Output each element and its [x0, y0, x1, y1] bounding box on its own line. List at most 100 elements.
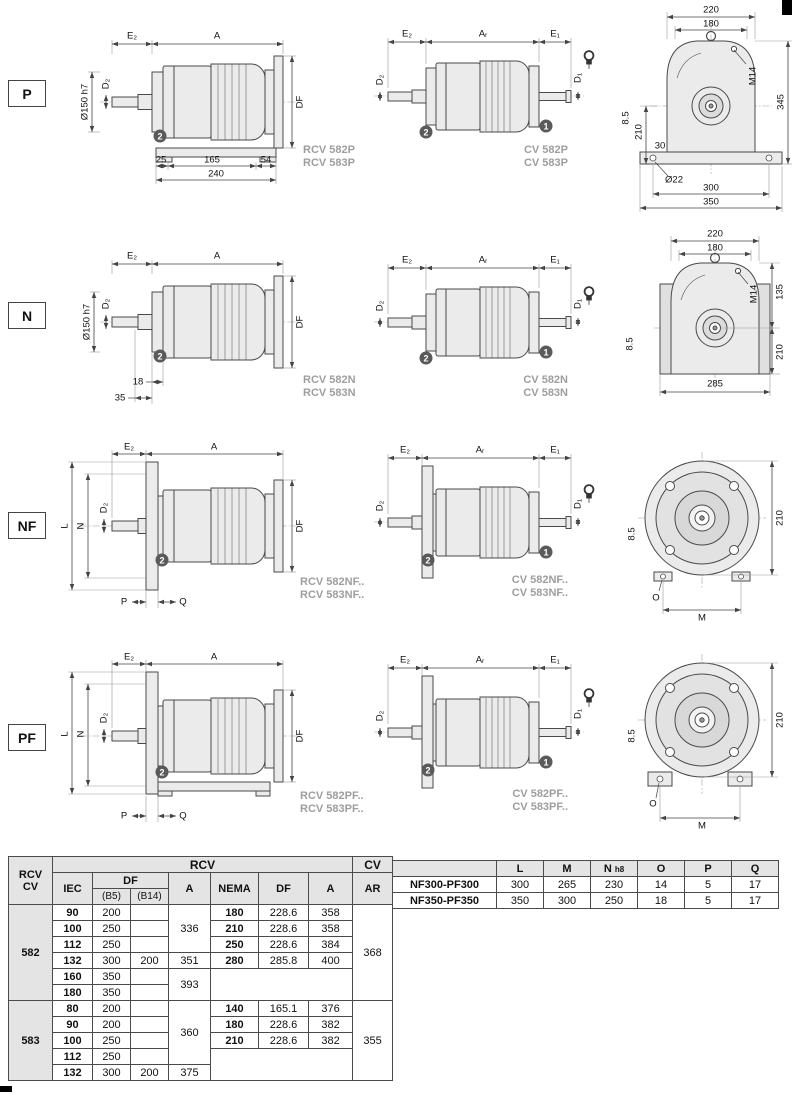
cell: 250	[590, 892, 638, 909]
dim-df: DF	[294, 519, 306, 533]
cell: 210	[210, 1032, 259, 1049]
dim-220: 220	[707, 228, 723, 240]
rcv-side-view-pf: E₂ A L N D₂ DF 2 P Q	[50, 646, 310, 846]
table-header-rcv: RCV	[51, 856, 354, 873]
dim-l: L	[59, 523, 71, 529]
dim-a: A	[210, 441, 218, 453]
side-view-drawing	[90, 260, 298, 404]
cell: 132	[52, 1064, 93, 1081]
dim-210: 210	[774, 510, 786, 526]
caption-line: RCV 582N	[303, 374, 356, 386]
dim-d1: D₁	[572, 708, 584, 720]
cell	[209, 1048, 354, 1081]
cell: 358	[307, 904, 354, 921]
caption-line: CV 583N	[523, 386, 568, 399]
cell: 90	[52, 904, 93, 921]
dim-e1: E₁	[550, 654, 560, 666]
cell	[130, 968, 169, 985]
cell: 355	[352, 1000, 394, 1081]
cell: 180	[52, 984, 93, 1001]
group-582: 582	[8, 904, 53, 1001]
cell: 100	[52, 920, 93, 937]
dim-q: Q	[179, 596, 187, 608]
cell: 17	[731, 892, 779, 909]
cell: 165.1	[258, 1000, 309, 1017]
variant-text: NF	[17, 517, 37, 534]
col-header-o: O	[637, 860, 685, 877]
ref-badge-1: 1	[539, 545, 553, 559]
cell: 100	[52, 1032, 93, 1049]
dim-shaft-diameter: Ø150 h7	[81, 303, 93, 341]
dim-o: O	[652, 592, 660, 604]
cell: 228.6	[258, 920, 309, 937]
table-row: 132 300 200 375	[9, 1064, 393, 1081]
col-header-l: L	[496, 860, 544, 877]
variant-text: N	[21, 307, 33, 324]
cell: 112	[52, 1048, 93, 1065]
col-header-ar: AR	[352, 872, 394, 905]
cell: 200	[92, 1000, 131, 1017]
side-view-drawing	[374, 454, 584, 579]
ref-badge-2: 2	[153, 349, 167, 363]
cell: 250	[92, 1032, 131, 1049]
dim-q: Q	[179, 810, 187, 822]
cell: 360	[168, 1000, 211, 1065]
dim-8-5: 8.5	[626, 527, 638, 541]
cell: 14	[637, 876, 685, 893]
header-text: N	[603, 862, 612, 875]
table-row: 582 90 200 336 180 228.6 358 368	[8, 904, 394, 1001]
dim-e1: E₁	[550, 28, 560, 40]
col-header-iec: IEC	[52, 872, 93, 905]
cell: 132	[52, 952, 93, 969]
col-header-q: Q	[731, 860, 779, 877]
caption-line: CV 582NF..	[511, 574, 568, 586]
cv-side-view-pf: E₂ Aᵣ E₁ D₂ D₁ 2 1	[368, 646, 588, 842]
cell: 5	[684, 876, 732, 893]
eyebolt-icon	[583, 688, 595, 708]
cell	[130, 1016, 169, 1033]
cell	[130, 1000, 169, 1017]
table-row: 100 250 210 228.6 382	[9, 1032, 393, 1049]
end-view-nf: 210 8.5 O M	[610, 448, 792, 638]
dim-d2: D₂	[374, 710, 386, 722]
dim-e2: E₂	[126, 30, 138, 42]
dim-p: P	[120, 596, 128, 608]
dim-d2: D₂	[374, 500, 386, 512]
cell: 250	[92, 936, 131, 953]
cell: 250	[210, 936, 259, 953]
table-row: 112 250 250 228.6 384	[9, 936, 393, 953]
ref-badge-1: 1	[539, 755, 553, 769]
ref-badge-1: 1	[539, 119, 553, 133]
col-header-b5: (B5)	[92, 888, 131, 905]
cell: 350	[496, 892, 544, 909]
col-header-p: P	[684, 860, 732, 877]
rcv-side-view-nf: E₂ A L N D₂ DF 2 P Q	[50, 436, 310, 628]
cell: 160	[52, 968, 93, 985]
table-header-cv: CV	[352, 856, 394, 873]
cell: 265	[543, 876, 591, 893]
cell: 80	[52, 1000, 93, 1017]
end-view-n: 220 180 M14 135 210 8.5 285	[612, 228, 792, 428]
table-row: 583 80 200 360 140 165.1 376 355	[8, 1000, 394, 1081]
section-nf: NF	[0, 428, 792, 638]
cell: 350	[92, 984, 131, 1001]
dim-a: A	[213, 250, 221, 262]
table-corner-cell	[392, 860, 497, 877]
dim-df: DF	[294, 315, 306, 329]
dim-m: M	[698, 820, 706, 832]
table-row: 90 200 180 228.6 382	[9, 1016, 393, 1033]
dim-180: 180	[707, 242, 723, 254]
caption-line: RCV 583N	[303, 386, 356, 399]
row-name: NF350-PF350	[392, 892, 497, 909]
cv-side-view-p: E₂ Aᵣ E₁ D₂ D₁ 2 1	[368, 14, 588, 204]
dim-l: L	[59, 731, 71, 737]
caption-rcv-p: RCV 582P RCV 583P	[303, 144, 355, 169]
dim-8-5: 8.5	[624, 337, 636, 351]
caption-cv-nf: CV 582NF.. CV 583NF..	[478, 574, 568, 599]
caption-line: RCV 583NF..	[300, 588, 365, 601]
cell: 228.6	[258, 904, 309, 921]
dim-e2: E₂	[126, 250, 138, 262]
cell: 228.6	[258, 1032, 309, 1049]
cell: 400	[307, 952, 354, 969]
